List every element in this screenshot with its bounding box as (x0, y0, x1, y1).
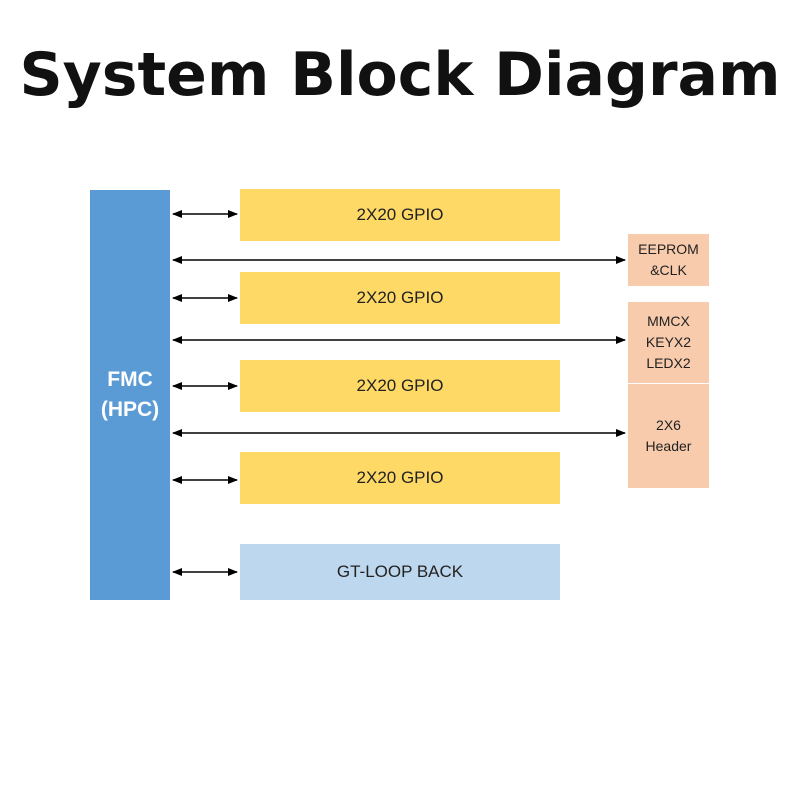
mmcx-label-line3: LEDX2 (646, 355, 691, 371)
header-label-line1: 2X6 (656, 417, 681, 433)
eeprom-label-line1: EEPROM (638, 241, 699, 257)
mmcx-label-line1: MMCX (647, 313, 690, 329)
mmcx-label-line2: KEYX2 (645, 334, 692, 350)
mmcx-key-led-block: MMCX KEYX2 LEDX2 (628, 302, 709, 383)
gpio-block-4: 2X20 GPIO (240, 452, 560, 504)
eeprom-label-line2: &CLK (650, 262, 687, 278)
fmc-label-line1: FMC (107, 368, 153, 391)
fmc-label-line2: (HPC) (100, 398, 160, 421)
header-2x6-block: 2X6 Header (628, 384, 709, 488)
page-title: System Block Diagram (19, 40, 781, 110)
header-label-line2: Header (645, 438, 692, 454)
eeprom-clk-block: EEPROM &CLK (628, 234, 709, 286)
gpio-block-3: 2X20 GPIO (240, 360, 560, 412)
gt-loopback-block: GT-LOOP BACK (240, 544, 560, 600)
gpio-block-1: 2X20 GPIO (240, 189, 560, 241)
gpio-block-2: 2X20 GPIO (240, 272, 560, 324)
fmc-block: FMC (HPC) (90, 190, 170, 600)
